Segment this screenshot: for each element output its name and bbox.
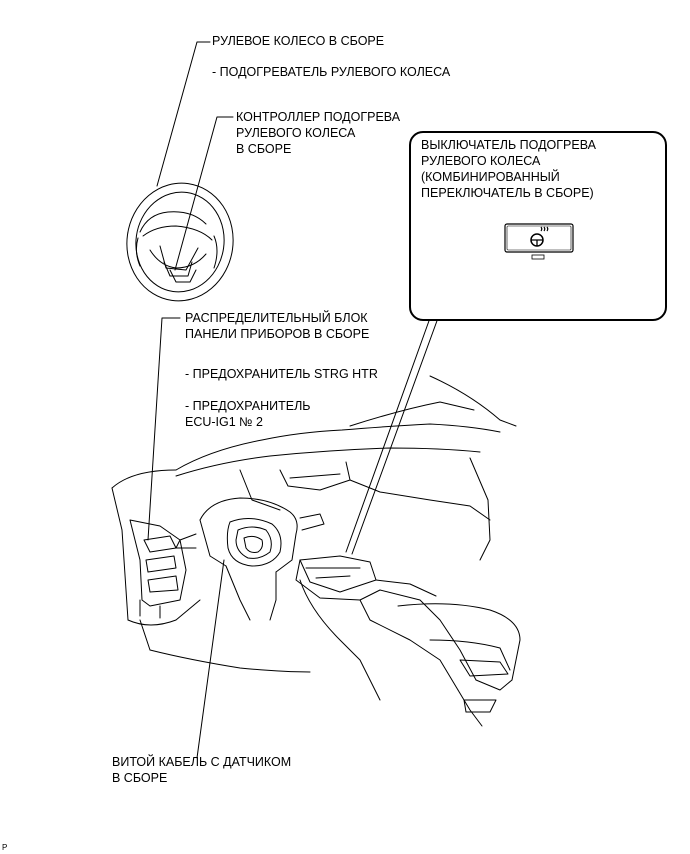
callout-line-4: ПЕРЕКЛЮЧАТЕЛЬ В СБОРЕ): [421, 186, 594, 200]
label-junction-block-line-2: ПАНЕЛИ ПРИБОРОВ В СБОРЕ: [185, 327, 370, 341]
label-spiral-cable-line-2: В СБОРЕ: [112, 771, 168, 785]
label-steering-wheel: РУЛЕВОЕ КОЛЕСО В СБОРЕ: [212, 34, 385, 48]
dashboard-illustration: [111, 375, 521, 727]
leader-controller: [174, 116, 234, 271]
label-fuse-ecu-line-2: ECU-IG1 № 2: [185, 415, 264, 429]
label-steering-heater: - ПОДОГРЕВАТЕЛЬ РУЛЕВОГО КОЛЕСА: [212, 65, 451, 79]
footer-mark: P: [2, 843, 8, 852]
label-spiral-cable-line-1: ВИТОЙ КАБЕЛЬ С ДАТЧИКОМ: [112, 755, 292, 769]
callout-line-1: ВЫКЛЮЧАТЕЛЬ ПОДОГРЕВА: [421, 138, 596, 152]
label-fuse-ecu-line-1: - ПРЕДОХРАНИТЕЛЬ: [185, 399, 311, 413]
label-controller-line-2: РУЛЕВОГО КОЛЕСА: [236, 126, 356, 140]
label-junction-block-line-1: РАСПРЕДЕЛИТЕЛЬНЫЙ БЛОК: [185, 311, 368, 325]
switch-callout: ВЫКЛЮЧАТЕЛЬ ПОДОГРЕВА РУЛЕВОГО КОЛЕСА (К…: [409, 131, 667, 321]
label-controller-line-1: КОНТРОЛЛЕР ПОДОГРЕВА: [236, 110, 401, 124]
callout-line-2: РУЛЕВОГО КОЛЕСА: [421, 154, 541, 168]
label-controller-line-3: В СБОРЕ: [236, 142, 292, 156]
label-fuse-strg-htr: - ПРЕДОХРАНИТЕЛЬ STRG HTR: [185, 367, 378, 381]
callout-line-3: (КОМБИНИРОВАННЫЙ: [421, 170, 560, 184]
callout-text: ВЫКЛЮЧАТЕЛЬ ПОДОГРЕВА РУЛЕВОГО КОЛЕСА (К…: [421, 137, 596, 201]
steering-wheel-illustration: [126, 182, 234, 302]
leader-spiral-cable: [196, 559, 225, 759]
leader-switch: [345, 317, 431, 553]
leader-junction-block: [147, 317, 181, 541]
heated-steering-wheel-icon: [503, 222, 575, 262]
leader-steering-wheel: [156, 41, 211, 187]
